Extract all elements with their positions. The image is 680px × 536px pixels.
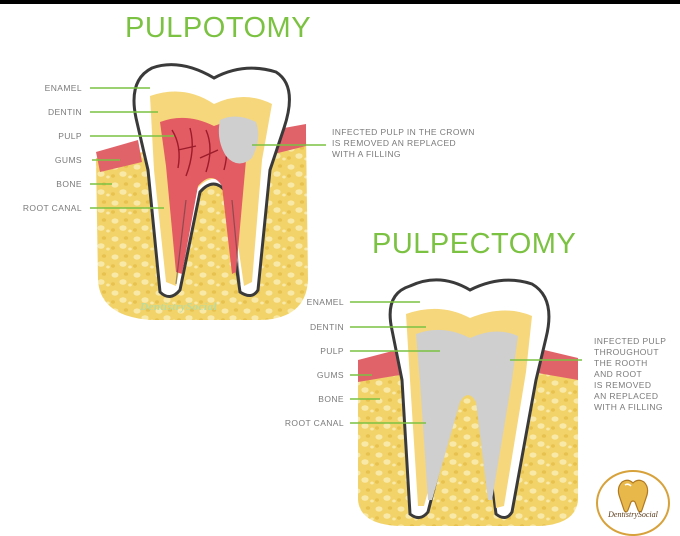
- pulpectomy-label-pulp: PULP: [320, 346, 344, 356]
- pulpectomy-note-line: IS REMOVED: [594, 380, 652, 390]
- pulpotomy-label-bone: BONE: [56, 179, 82, 189]
- pulpotomy-label-pulp: PULP: [58, 131, 82, 141]
- pulpectomy-note-line: THROUGHOUT: [594, 347, 659, 357]
- pulpectomy-note-line: THE ROOTH: [594, 358, 648, 368]
- pulpotomy-root-canal: [175, 199, 241, 285]
- pulpectomy-label-root-canal: ROOT CANAL: [284, 418, 344, 428]
- pulpectomy-note-line: AND ROOT: [594, 369, 643, 379]
- pulpotomy-title: PULPOTOMY: [125, 12, 312, 44]
- tooth-logo-icon: [617, 479, 649, 513]
- pulpotomy-note: INFECTED PULP IN THE CROWN IS REMOVED AN…: [332, 127, 475, 160]
- pulpectomy-label-enamel: ENAMEL: [306, 297, 344, 307]
- watermark-text: DentistrySocial: [140, 301, 218, 313]
- pulpectomy-title: PULPECTOMY: [372, 228, 577, 260]
- pulpotomy-label-enamel: ENAMEL: [44, 83, 82, 93]
- pulpectomy-note-line: AN REPLACED: [594, 391, 659, 401]
- pulpotomy-label-gums: GUMS: [54, 155, 82, 165]
- pulpectomy-leader-lines: [350, 301, 582, 424]
- pulpectomy-filling: [416, 329, 518, 500]
- pulpectomy-tooth: [358, 278, 578, 526]
- pulpotomy-note-line: INFECTED PULP IN THE CROWN: [332, 127, 475, 137]
- pulpectomy-note: INFECTED PULP THROUGHOUT THE ROOTH AND R…: [594, 336, 666, 413]
- logo-text: DentistrySocial: [608, 510, 658, 519]
- pulpectomy-bone: [358, 372, 578, 526]
- pulpotomy-tooth: [96, 63, 308, 320]
- brand-logo: DentistrySocial: [596, 470, 670, 536]
- pulpotomy-label-dentin: DENTIN: [47, 107, 82, 117]
- pulpotomy-label-root-canal: ROOT CANAL: [22, 203, 82, 213]
- pulpotomy-note-line: WITH A FILLING: [332, 149, 401, 159]
- pulpectomy-label-dentin: DENTIN: [309, 322, 344, 332]
- pulpotomy-note-line: IS REMOVED AN REPLACED: [332, 138, 457, 148]
- pulpotomy-filling: [218, 116, 259, 164]
- pulpotomy-leader-lines: [90, 87, 326, 209]
- pulpectomy-note-line: INFECTED PULP: [594, 336, 667, 346]
- pulpectomy-label-bone: BONE: [318, 394, 344, 404]
- pulpectomy-label-gums: GUMS: [316, 370, 344, 380]
- pulpectomy-note-line: WITH A FILLING: [594, 402, 663, 412]
- top-border: [0, 0, 680, 4]
